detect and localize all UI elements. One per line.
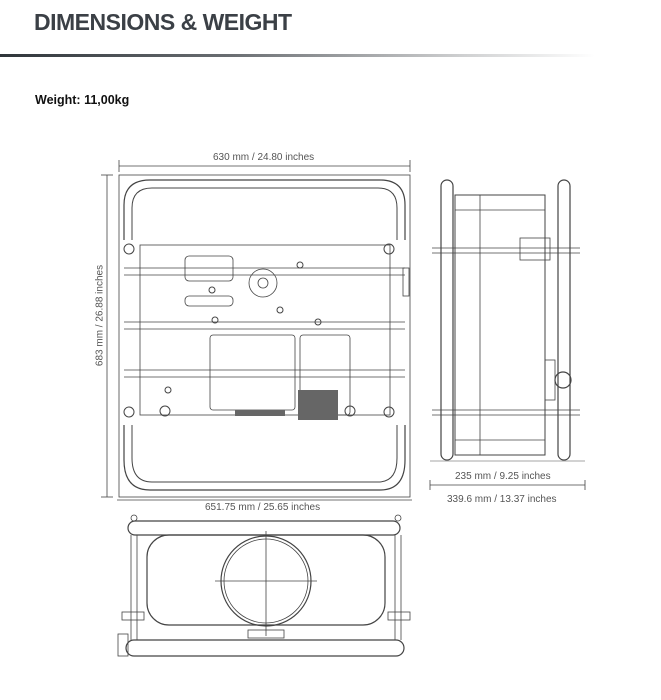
side-view-drawing xyxy=(429,179,586,490)
front-width-label: 630 mm / 24.80 inches xyxy=(213,152,315,163)
side-depth-outer-label: 339.6 mm / 13.37 inches xyxy=(447,494,557,505)
bottom-view-drawing xyxy=(117,514,411,657)
page-title: DIMENSIONS & WEIGHT xyxy=(34,9,292,35)
weight-label: Weight: 11,00kg xyxy=(35,93,130,107)
front-view-drawing xyxy=(101,160,412,501)
bottom-width-label: 651.75 mm / 25.65 inches xyxy=(205,502,321,513)
side-depth-inner-label: 235 mm / 9.25 inches xyxy=(455,471,551,482)
title-divider xyxy=(0,54,661,57)
